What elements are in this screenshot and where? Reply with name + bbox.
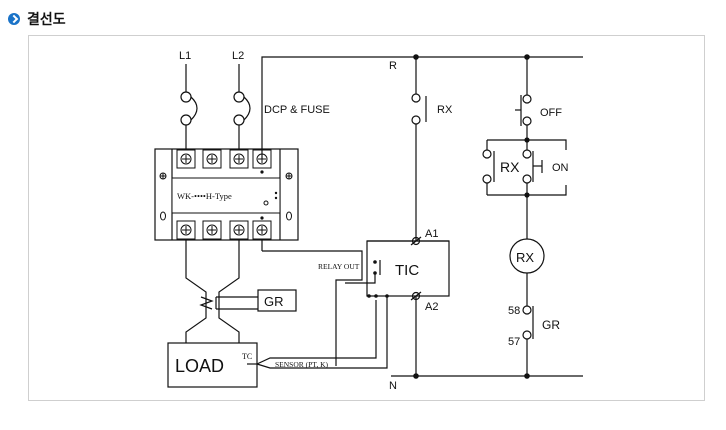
n-label: N xyxy=(389,380,397,392)
wiring-diagram-panel xyxy=(28,35,705,401)
chevron-right-icon xyxy=(8,13,20,25)
supply-lines xyxy=(180,64,251,152)
off-label: OFF xyxy=(540,107,562,119)
l2-label: L2 xyxy=(232,50,244,62)
a1-label: A1 xyxy=(425,228,438,240)
control-column xyxy=(482,54,567,379)
rx-contact-column xyxy=(411,54,427,379)
tic-controller xyxy=(335,236,450,366)
relay-out-label: RELAY OUT xyxy=(318,262,360,271)
dcp-fuse-label: DCP & FUSE xyxy=(264,104,330,116)
ssr-model-label: WK-••••H-Type xyxy=(177,191,232,201)
rx-coil-label: RX xyxy=(516,250,534,265)
ssr-bottom-terminals xyxy=(176,220,272,240)
gr-box-label: GR xyxy=(264,294,284,309)
sensor-label: SENSOR (PT, K) xyxy=(275,360,328,369)
tc-label: TC xyxy=(242,352,252,361)
ssr-module xyxy=(154,148,299,241)
gr-58-label: 58 xyxy=(508,305,520,317)
a2-label: A2 xyxy=(425,301,438,313)
gr-contact-label: GR xyxy=(542,318,560,332)
rx-contact-label: RX xyxy=(437,104,453,116)
section-title: 결선도 xyxy=(27,12,66,28)
ssr-top-terminals xyxy=(176,149,272,169)
power-rails xyxy=(261,56,583,377)
l1-label: L1 xyxy=(179,50,191,62)
rx-hold-label: RX xyxy=(500,159,520,175)
r-label: R xyxy=(389,60,397,72)
section-header: 결선도 xyxy=(8,9,66,29)
gr-57-label: 57 xyxy=(508,336,520,348)
tic-label: TIC xyxy=(395,262,419,279)
load-wiring xyxy=(167,240,388,388)
on-label: ON xyxy=(552,162,569,174)
load-label: LOAD xyxy=(175,356,224,376)
